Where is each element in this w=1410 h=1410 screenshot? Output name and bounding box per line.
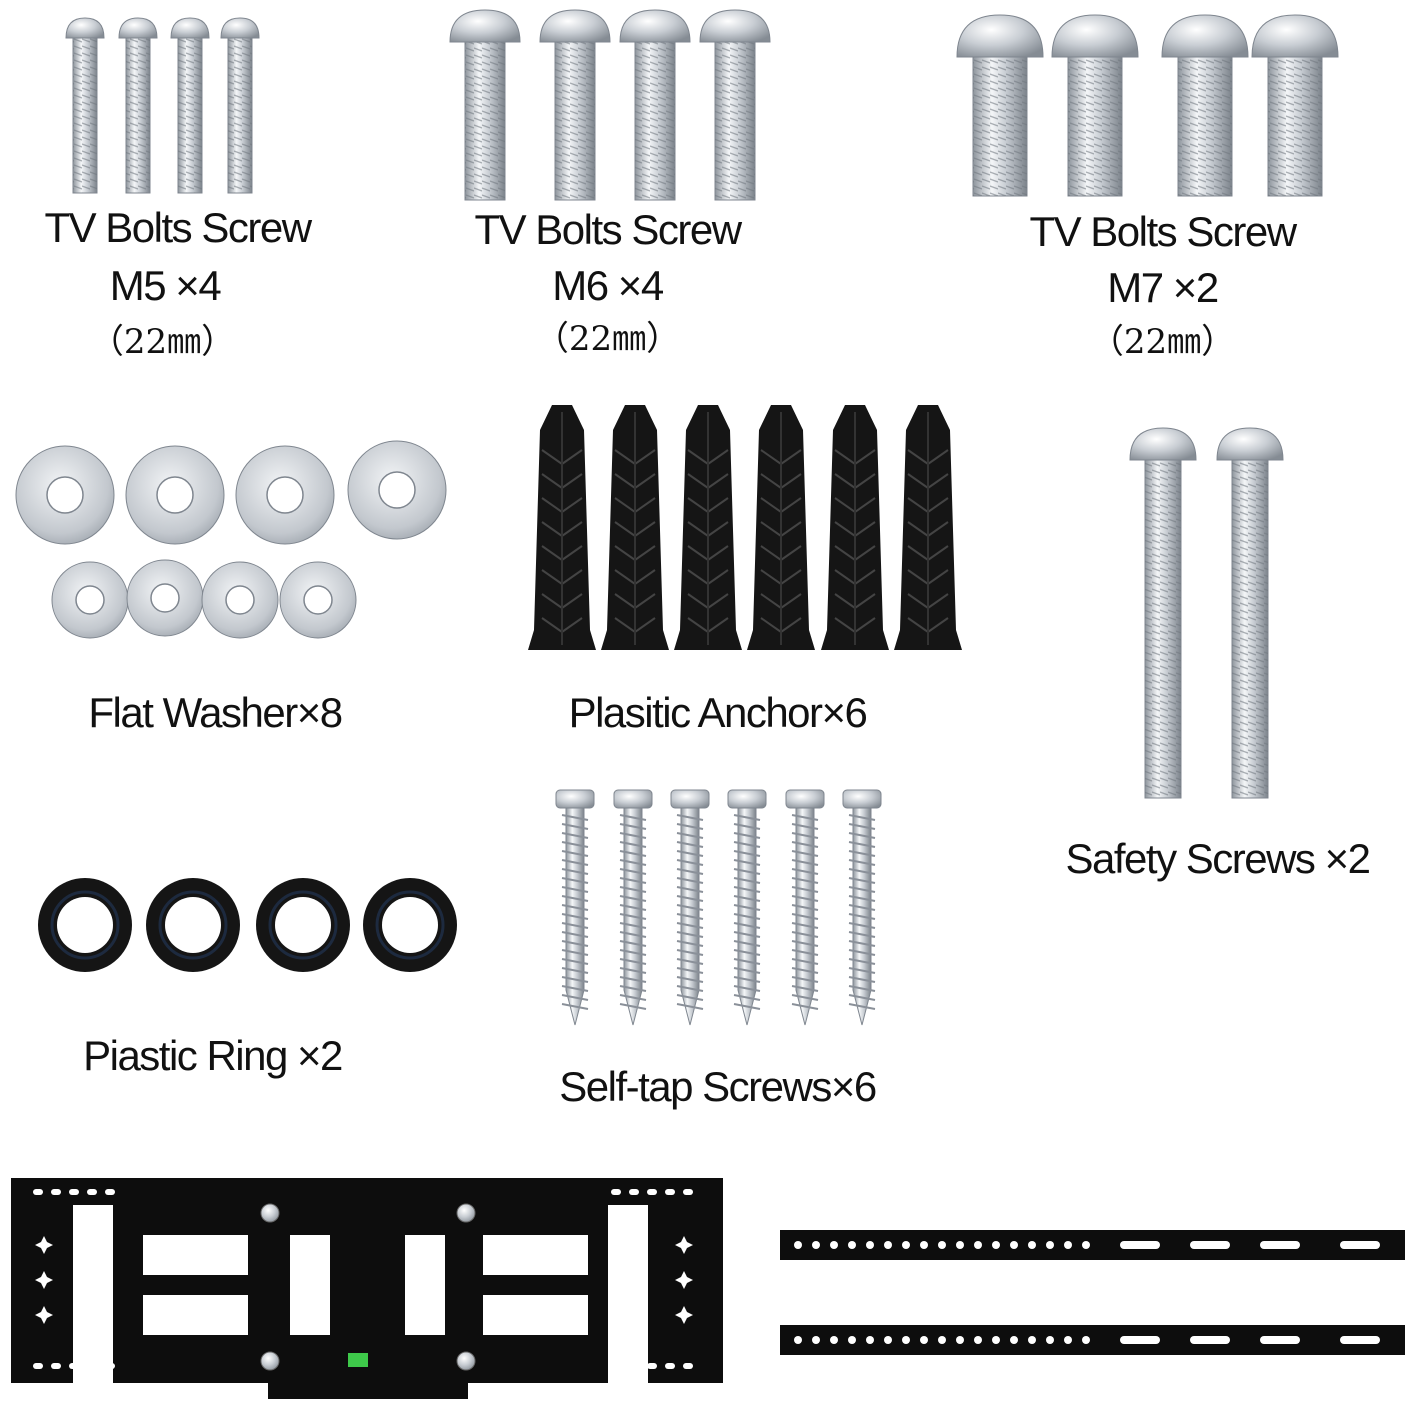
washer-icon [51, 561, 129, 639]
bolt-icon [1129, 427, 1197, 799]
wall-plate-icon [11, 1178, 723, 1399]
safety-screws-image [1129, 427, 1284, 799]
m6-length: （22㎜） [534, 319, 681, 359]
bolt-icon [1251, 14, 1339, 197]
self-tap-screws-label: Self-tap Screws×6 [559, 1063, 877, 1110]
bolt-icon [118, 17, 158, 194]
anchor-icon [894, 405, 962, 650]
m7-title: TV Bolts Screw [1029, 208, 1297, 255]
ring-icon [256, 878, 350, 972]
m5-size: M5 ×4 [109, 262, 222, 309]
self-tap-screw-icon [842, 789, 882, 1026]
safety-screws-label: Safety Screws ×2 [1065, 835, 1371, 882]
washer-icon [15, 445, 115, 545]
washer-icon [347, 440, 447, 540]
washer-icon [125, 445, 225, 545]
m7-size: M7 ×2 [1107, 264, 1219, 311]
bolt-icon [619, 9, 691, 201]
plastic-anchors-image [528, 405, 962, 650]
anchor-icon [821, 405, 889, 650]
bolt-icon [1216, 427, 1284, 799]
bolt-icon [956, 14, 1044, 197]
mounting-rail-icon [780, 1230, 1405, 1260]
washer-icon [235, 445, 335, 545]
ring-icon [38, 878, 132, 972]
self-tap-screw-icon [727, 789, 767, 1026]
m5-bolts-image [65, 17, 260, 194]
wall-plate-bracket-image [11, 1178, 723, 1399]
flat-washers-image [15, 440, 447, 639]
bolt-icon [170, 17, 210, 194]
m6-title: TV Bolts Screw [474, 206, 742, 253]
ring-icon [363, 878, 457, 972]
plastic-anchor-label: Plasitic Anchor×6 [568, 689, 868, 736]
washer-icon [126, 559, 204, 637]
m6-size: M6 ×4 [552, 262, 664, 309]
plastic-rings-image [38, 878, 457, 972]
self-tap-screw-icon [555, 789, 595, 1026]
anchor-icon [601, 405, 669, 650]
m7-length: （22㎜） [1089, 322, 1236, 362]
washer-icon [279, 561, 357, 639]
flat-washer-label: Flat Washer×8 [88, 689, 343, 736]
ring-icon [146, 878, 240, 972]
anchor-icon [747, 405, 815, 650]
m6-bolts-image [449, 9, 771, 201]
bolt-icon [1161, 14, 1249, 197]
bolt-icon [1051, 14, 1139, 197]
bolt-icon [65, 17, 105, 194]
m5-title: TV Bolts Screw [44, 204, 312, 251]
plastic-ring-label: Piastic Ring ×2 [83, 1032, 343, 1079]
self-tap-screw-icon [613, 789, 653, 1026]
washer-icon [201, 561, 279, 639]
anchor-icon [674, 405, 742, 650]
self-tap-screw-icon [670, 789, 710, 1026]
bolt-icon [449, 9, 521, 201]
m7-bolts-image [956, 14, 1339, 197]
bolt-icon [539, 9, 611, 201]
bolt-icon [699, 9, 771, 201]
mounting-rail-icon [780, 1325, 1405, 1355]
mounting-rails-image [780, 1230, 1405, 1355]
m5-length: （22㎜） [89, 322, 236, 362]
bolt-icon [220, 17, 260, 194]
self-tap-screw-icon [785, 789, 825, 1026]
anchor-icon [528, 405, 596, 650]
self-tap-screws-image [555, 789, 882, 1026]
